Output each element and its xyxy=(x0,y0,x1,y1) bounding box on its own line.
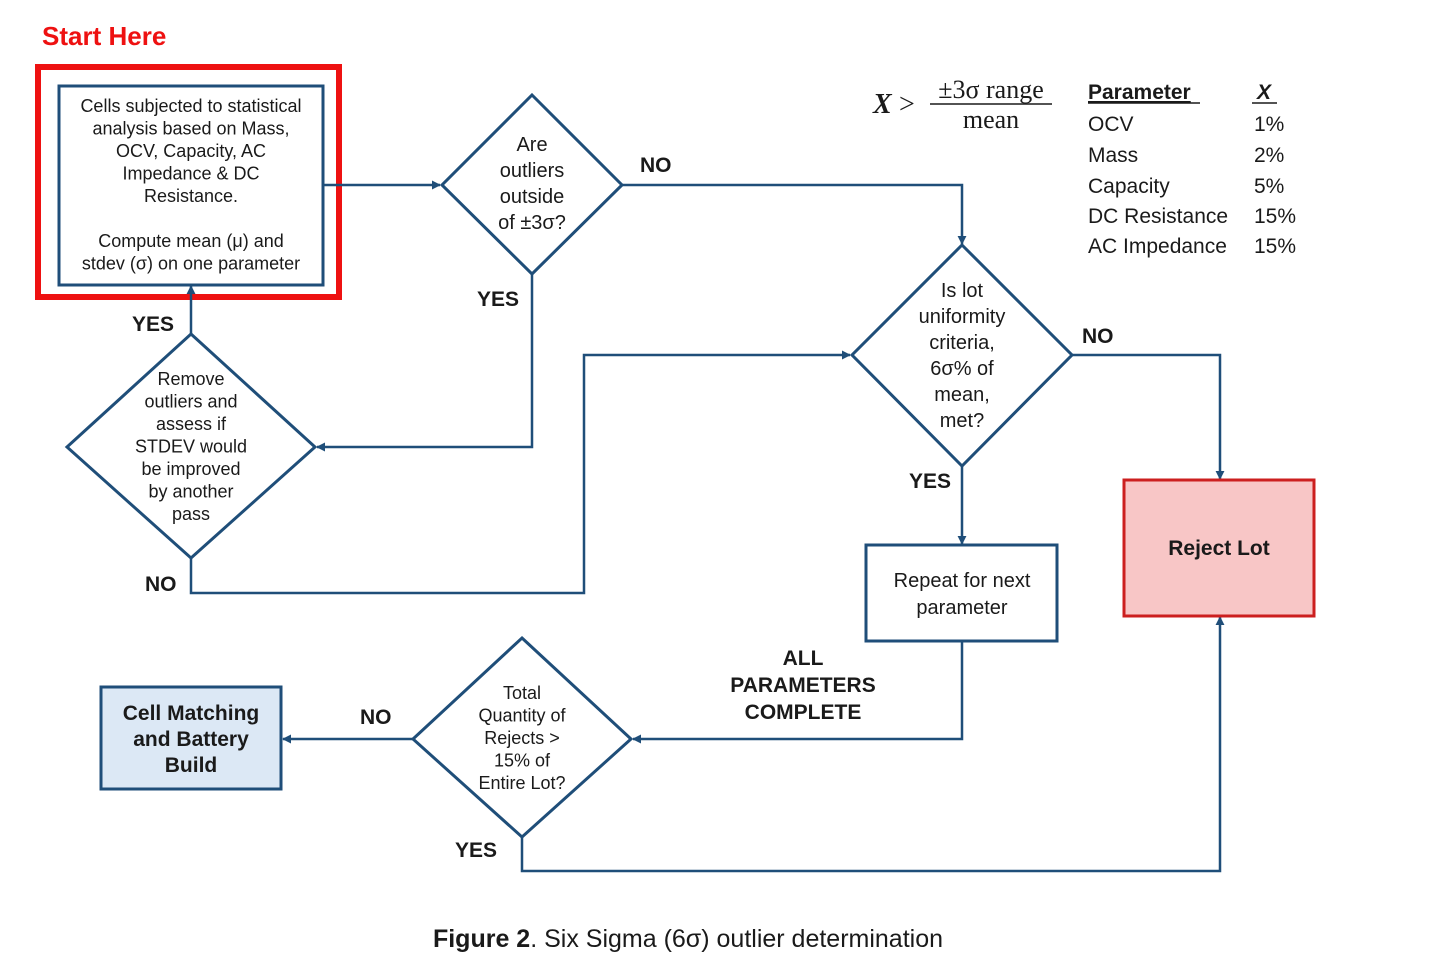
text-line: 6σ% of xyxy=(930,358,994,380)
text-line: Rejects > xyxy=(484,728,560,748)
text-line: COMPLETE xyxy=(745,701,862,724)
table-row-parameter: DC Resistance xyxy=(1088,205,1228,228)
threshold-formula: X > ±3σ range mean xyxy=(872,75,1052,134)
text-line: mean, xyxy=(934,384,990,406)
text-line: pass xyxy=(172,504,210,524)
table-row-value: 1% xyxy=(1254,113,1284,136)
table-row-value: 15% xyxy=(1254,205,1296,228)
text-line: Cells subjected to statistical xyxy=(80,96,301,116)
repeat-box: Repeat for next parameter xyxy=(864,543,1059,643)
formula-numerator: ±3σ range xyxy=(938,75,1044,104)
text-line: of ±3σ? xyxy=(498,212,566,234)
edge-outliers-yes-to-remove xyxy=(316,274,534,452)
table-row-parameter: Capacity xyxy=(1088,175,1170,198)
formula-operator: > xyxy=(899,89,915,120)
text-line: Cell Matching xyxy=(123,702,260,725)
uniformity-decision: Is lot uniformity criteria, 6σ% of mean, met? xyxy=(849,242,1075,469)
table-header-x: X xyxy=(1256,81,1273,104)
text-line: PARAMETERS xyxy=(730,674,875,697)
text-line: outliers xyxy=(500,160,564,182)
text-line: stdev (σ) on one parameter xyxy=(82,254,300,274)
formula-variable: X xyxy=(872,89,893,120)
outliers-decision-text: Are outliers outside of ±3σ? xyxy=(498,134,566,234)
table-row-value: 15% xyxy=(1254,235,1296,258)
table-row-parameter: Mass xyxy=(1088,144,1138,167)
text-line: criteria, xyxy=(929,332,995,354)
text-line: and Battery xyxy=(133,728,249,751)
caption-text: . Six Sigma (6σ) outlier determination xyxy=(530,925,943,953)
text-line: Reject Lot xyxy=(1168,537,1270,560)
analysis-box: Cells subjected to statistical analysis b… xyxy=(57,84,325,287)
text-line: met? xyxy=(940,410,984,432)
text-line: Are xyxy=(516,134,547,156)
text-line: Total xyxy=(503,683,541,703)
text-line: Remove xyxy=(157,369,224,389)
text-line: OCV, Capacity, AC xyxy=(116,141,266,161)
text-line: Repeat for next xyxy=(894,570,1031,592)
caption-label: Figure 2 xyxy=(433,925,530,953)
table-header-parameter: Parameter xyxy=(1088,81,1191,104)
text-line: uniformity xyxy=(919,306,1006,328)
text-line: assess if xyxy=(156,414,227,434)
edge-uniformity-no-to-reject xyxy=(1072,353,1225,480)
uniformity-decision-text: Is lot uniformity criteria, 6σ% of mean, met? xyxy=(919,280,1006,432)
edge-rejects-yes-to-reject xyxy=(520,616,1225,873)
reject-lot-box: Reject Lot xyxy=(1122,478,1316,618)
text-line: STDEV would xyxy=(135,437,247,457)
label-uniformity-yes: YES xyxy=(909,470,951,493)
label-outliers-no: NO xyxy=(640,154,672,177)
outliers-decision: Are outliers outside of ±3σ? xyxy=(439,92,625,277)
edge-repeat-to-rejects xyxy=(632,641,964,744)
text-line: Quantity of xyxy=(478,706,566,726)
text-line: by another xyxy=(148,482,233,502)
figure-caption: Figure 2. Six Sigma (6σ) outlier determi… xyxy=(433,925,943,953)
table-row-parameter: AC Impedance xyxy=(1088,235,1227,258)
reject-lot-text: Reject Lot xyxy=(1168,537,1270,560)
text-line: outside xyxy=(500,186,565,208)
text-line: 15% of xyxy=(494,751,551,771)
label-rejects-no: NO xyxy=(360,706,392,729)
text-line: Build xyxy=(165,754,218,777)
text-line: Resistance. xyxy=(144,186,238,206)
repeat-box-text: Repeat for next parameter xyxy=(894,570,1031,619)
connectors xyxy=(186,180,1225,873)
text-line: Entire Lot? xyxy=(478,773,565,793)
label-remove-yes: YES xyxy=(132,313,174,336)
text-line: Impedance & DC xyxy=(122,164,259,184)
parameter-table: Parameter X OCV 1% Mass 2% Capacity 5% D… xyxy=(1088,81,1296,258)
start-here-label: Start Here xyxy=(42,21,166,51)
table-row-value: 2% xyxy=(1254,144,1284,167)
label-outliers-yes: YES xyxy=(477,288,519,311)
text-line: ALL xyxy=(783,647,824,670)
text-line: analysis based on Mass, xyxy=(92,119,289,139)
edge-remove-no-to-uniformity xyxy=(189,350,851,595)
formula-denominator: mean xyxy=(963,105,1019,134)
table-row-value: 5% xyxy=(1254,175,1284,198)
label-rejects-yes: YES xyxy=(455,839,497,862)
analysis-box-text: Cells subjected to statistical analysis b… xyxy=(80,96,301,274)
text-line: Compute mean (μ) and xyxy=(98,231,283,251)
text-line: outliers and xyxy=(144,392,237,412)
table-row-parameter: OCV xyxy=(1088,113,1134,136)
label-remove-no: NO xyxy=(145,573,177,596)
start-highlight-frame xyxy=(35,64,342,300)
text-line: parameter xyxy=(916,597,1007,619)
text-line: be improved xyxy=(141,459,240,479)
label-all-complete: ALL PARAMETERS COMPLETE xyxy=(730,647,875,724)
edge-outliers-no-to-uniformity xyxy=(622,183,967,245)
label-uniformity-no: NO xyxy=(1082,325,1114,348)
text-line: Is lot xyxy=(941,280,984,302)
